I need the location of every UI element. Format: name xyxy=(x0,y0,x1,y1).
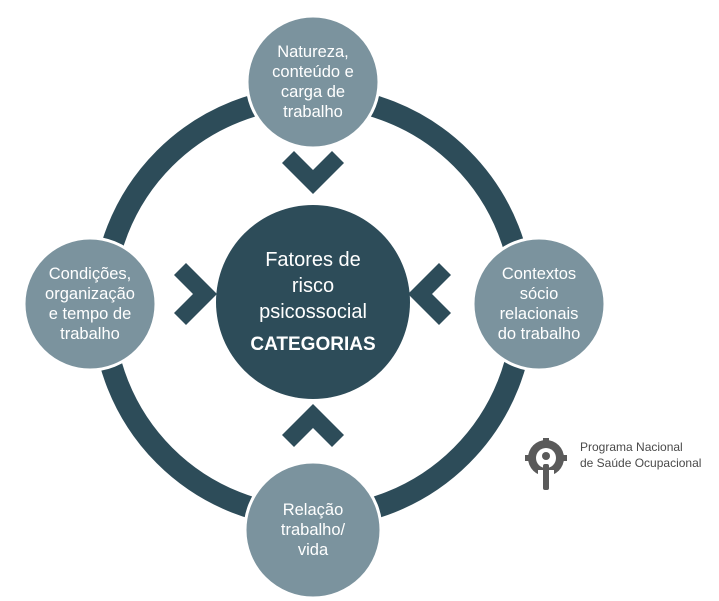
center-circle xyxy=(216,205,410,399)
logo-line-2: de Saúde Ocupacional xyxy=(580,455,702,470)
category-label: CATEGORIAS xyxy=(250,333,376,355)
node-top-label: Natureza, conteúdo e carga de trabalho xyxy=(272,42,354,122)
logo-line-1: Programa Nacional xyxy=(580,440,683,454)
chevron-down-icon xyxy=(282,151,344,194)
chevron-left-icon xyxy=(408,263,451,325)
chevron-right-icon xyxy=(174,263,217,325)
node-bottom-circle xyxy=(243,460,383,600)
center-label: Fatores de risco psicossocial CATEGORIAS xyxy=(216,205,410,399)
node-right-label: Contextos sócio relacionais do trabalho xyxy=(497,264,581,344)
program-logo-text: Programa Nacional de Saúde Ocupacional xyxy=(580,440,701,471)
gear-person-icon xyxy=(525,438,567,490)
node-right-circle xyxy=(471,236,607,372)
node-left-label: Condições, organização e tempo de trabal… xyxy=(45,264,135,344)
node-bottom-label: Relação trabalho/ vida xyxy=(280,500,346,560)
node-left-circle xyxy=(22,236,158,372)
chevron-up-icon xyxy=(282,404,344,447)
node-top-circle xyxy=(245,14,381,150)
